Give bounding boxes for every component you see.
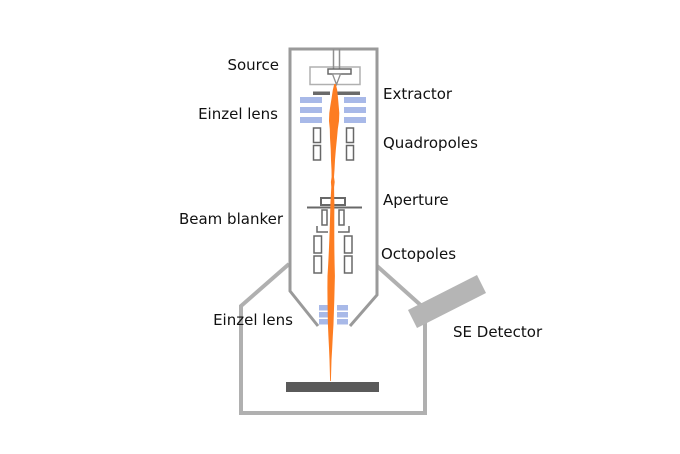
einzel-lens-bar (319, 305, 330, 311)
blanker-plate-right (338, 209, 345, 226)
octopole-electrode (313, 255, 323, 274)
label-octopoles: Octopoles (381, 245, 456, 263)
label-einzel-lens-top: Einzel lens (198, 105, 278, 123)
einzel-lens-bar (319, 319, 330, 325)
quadropole-electrode (345, 127, 355, 144)
einzel-lens-bar (337, 312, 348, 318)
label-aperture: Aperture (383, 191, 449, 209)
extractor-plate-right (337, 91, 360, 95)
einzel-lens-bar (337, 305, 348, 311)
einzel-lens-bar (344, 97, 366, 103)
einzel-lens-bar (300, 117, 322, 123)
blanker-plate-left (321, 209, 328, 226)
einzel-lens-top-group (300, 97, 366, 123)
quadropole-electrode (312, 127, 322, 144)
label-einzel-lens-bottom: Einzel lens (213, 311, 293, 329)
einzel-lens-bar (344, 107, 366, 113)
label-quadropoles: Quadropoles (383, 134, 478, 152)
sample-stage (286, 382, 379, 392)
blanker-lead-right (338, 226, 350, 233)
blanker-lead-left (316, 226, 328, 233)
quadropoles-group (312, 127, 355, 161)
einzel-lens-bar (337, 319, 348, 325)
einzel-lens-bar (344, 117, 366, 123)
octopole-electrode (343, 255, 353, 274)
einzel-lens-bar (300, 97, 322, 103)
quadropole-electrode (345, 144, 355, 161)
einzel-lens-bottom-group (319, 305, 348, 325)
quadropole-electrode (312, 144, 322, 161)
einzel-lens-bar (319, 312, 330, 318)
label-se-detector: SE Detector (453, 323, 543, 341)
beam-blanker-group (316, 209, 350, 233)
vacuum-chamber-outline (239, 262, 427, 415)
octopole-electrode (313, 235, 323, 254)
se-detector-block (408, 275, 486, 328)
extractor-plate-left (313, 91, 330, 95)
octopole-electrode (343, 235, 353, 254)
label-source: Source (227, 56, 279, 74)
label-beam-blanker: Beam blanker (179, 210, 284, 228)
source-tip-cone (331, 73, 342, 87)
ion-beam (327, 84, 340, 381)
source-suppressor-bar (327, 68, 352, 75)
label-extractor: Extractor (383, 85, 453, 103)
einzel-lens-bar (300, 107, 322, 113)
octopoles-group (313, 235, 353, 274)
